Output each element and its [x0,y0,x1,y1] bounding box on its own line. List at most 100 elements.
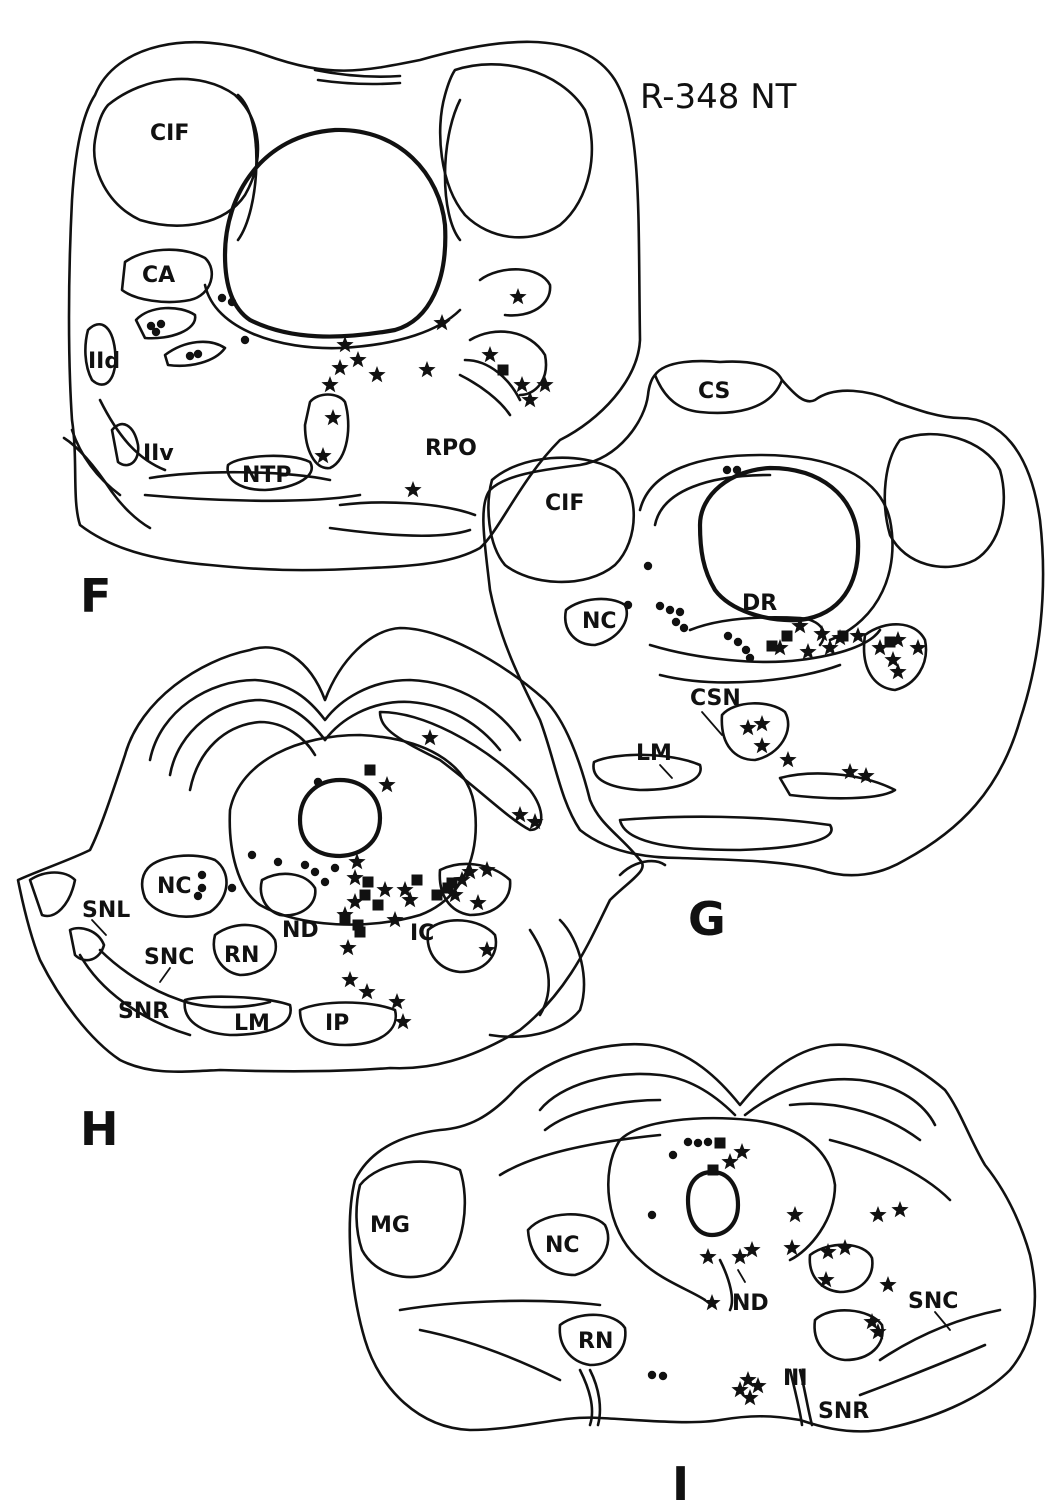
star-marker [386,911,403,927]
section-f-tract-2 [145,495,360,501]
square-marker [782,631,793,642]
star-marker [368,366,385,382]
section-i-tract-2 [420,1330,560,1380]
dot-marker [194,892,202,900]
star-marker [349,351,366,367]
dot-marker [152,328,160,336]
leader-nd-i [738,1270,745,1282]
section-f-tract-3 [340,502,475,515]
square-marker [443,883,454,894]
star-marker [404,481,421,497]
star-marker [346,869,363,885]
section-g: CS CIF NC DR CSN LM G [483,361,1043,946]
dot-marker [241,336,249,344]
star-marker [891,1201,908,1217]
star-marker [509,288,526,304]
star-marker [879,1276,896,1292]
dot-marker [314,778,322,786]
section-f-iiv [112,424,138,465]
section-f-nucleus-1 [136,308,195,338]
star-marker [331,359,348,375]
dot-marker [648,1371,656,1379]
leader-lm-g [660,765,672,778]
dot-marker [321,878,329,886]
square-marker [363,877,374,888]
label-rn-i: RN [578,1329,613,1354]
leader-csn [702,712,722,735]
section-f-lateral-fibers-3 [460,375,510,415]
star-marker [513,376,530,392]
label-iiv: IIv [143,441,174,466]
panel-letter-f: F [80,569,111,623]
label-iid: IId [88,349,120,374]
star-marker [388,993,405,1009]
label-snr-h: SNR [118,999,169,1024]
section-i-collicular-layer-5 [500,1135,660,1175]
dot-marker [186,352,194,360]
panel-letter-i: I [672,1457,689,1502]
star-marker [536,376,553,392]
star-marker [321,376,338,392]
label-rpo: RPO [425,436,477,461]
label-nd-i: ND [732,1291,769,1316]
star-marker [889,663,906,679]
panel-letter-h: H [80,1102,119,1156]
label-cif: CIF [150,121,189,146]
star-marker [836,1239,853,1255]
section-i-collicular-layer-3 [545,1100,660,1130]
section-f-ring-right [445,100,460,240]
label-cif-g: CIF [545,491,584,516]
dot-marker [644,562,652,570]
section-g-marks [624,466,927,784]
square-marker [432,890,443,901]
dot-marker [742,646,750,654]
section-i-periaqueduct-right [620,1118,835,1260]
dot-marker [684,1138,692,1146]
star-marker [324,409,341,425]
section-g-tract-2 [660,665,840,682]
square-marker [885,637,896,648]
section-i-tract-1 [400,1301,600,1310]
dot-marker [666,606,674,614]
dot-marker [198,871,206,879]
star-marker [314,447,331,463]
section-h: SNL NC ND RN SNC SNR LM IP IC H [18,628,643,1156]
dot-marker [194,350,202,358]
star-marker [779,751,796,767]
star-marker [703,1294,720,1310]
label-ca: CA [142,263,175,288]
square-marker [340,915,351,926]
section-i-aqueduct [688,1172,738,1235]
label-lm-h: LM [234,1011,270,1036]
dot-marker [301,861,309,869]
section-i-collicular-layer-6 [830,1140,950,1200]
dot-marker [659,1372,667,1380]
square-marker [373,900,384,911]
star-marker [376,881,393,897]
label-cs: CS [698,379,730,404]
dot-marker [672,618,680,626]
star-marker [341,971,358,987]
dot-marker [734,638,742,646]
dot-marker [680,624,688,632]
section-h-aqueduct [300,780,380,856]
section-f: CIF CA IId IIv NTP RPO F [64,42,640,623]
label-snc-i: SNC [908,1289,958,1314]
case-title: R-348 NT [640,77,797,117]
section-h-right-arc [490,920,584,1037]
dot-marker [724,632,732,640]
section-g-cif-right [885,434,1004,567]
section-g-lemniscus-right [780,774,895,799]
leader-snc-h [160,968,170,982]
star-marker [478,861,495,877]
section-i-marks [648,1138,909,1406]
star-marker [741,1389,758,1405]
dot-marker [656,602,664,610]
dot-marker [648,1211,656,1219]
square-marker [767,641,778,652]
dot-marker [274,858,282,866]
star-marker [469,894,486,910]
label-dr: DR [742,591,777,616]
label-snc-h: SNC [144,945,194,970]
